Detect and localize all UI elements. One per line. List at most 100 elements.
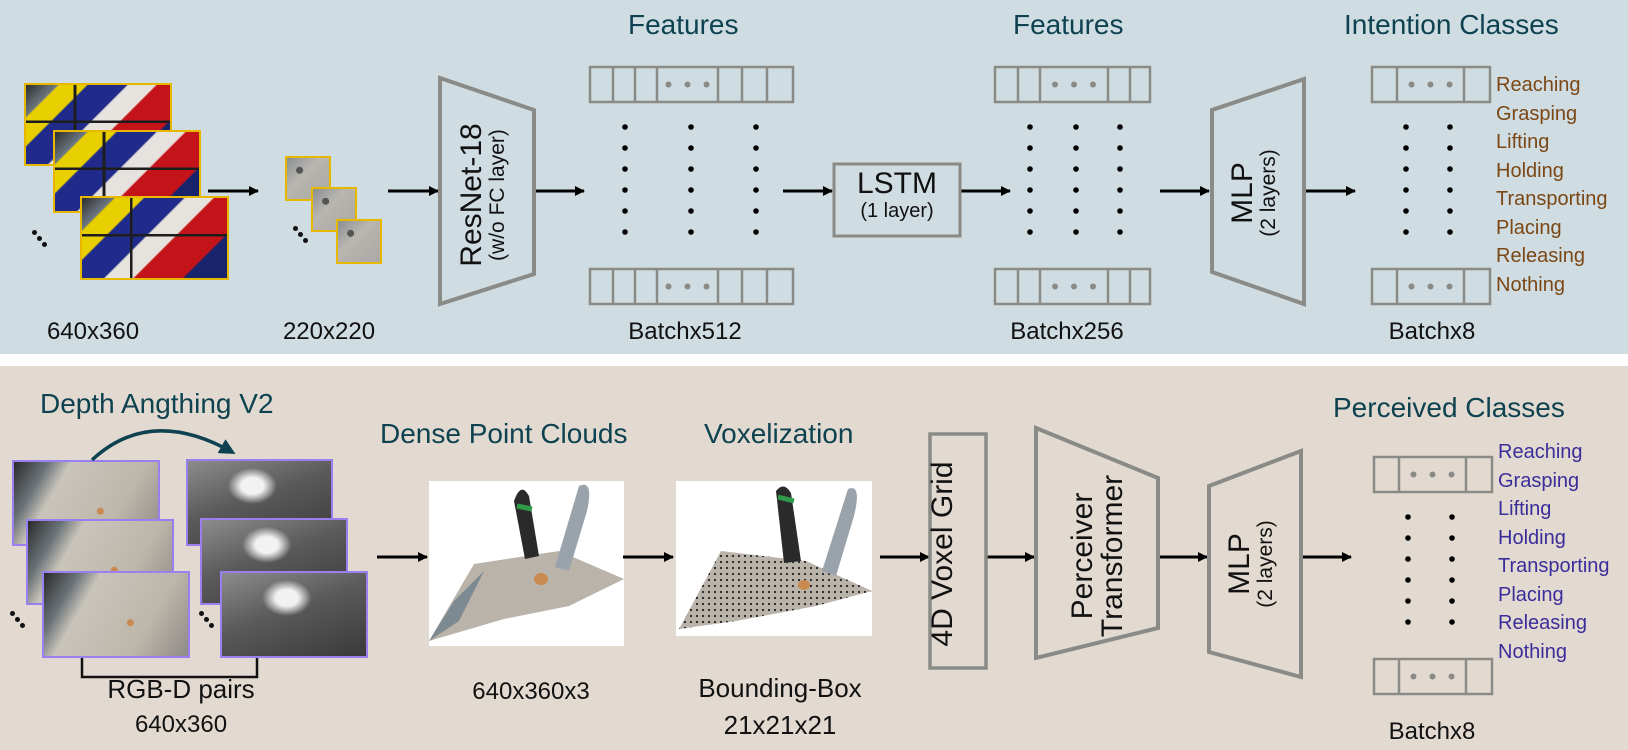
ellipsis-dot — [1427, 283, 1434, 290]
ellipsis-dot — [1449, 514, 1455, 520]
ellipsis-dot — [753, 187, 759, 193]
bounding-box-label: Bounding-Box — [698, 673, 862, 703]
ellipsis-dot — [753, 124, 759, 130]
ellipsis-icon — [293, 226, 298, 231]
ellipsis-dot — [703, 283, 710, 290]
lstm-block — [832, 162, 962, 238]
resnet-block — [438, 75, 536, 307]
ellipsis-dot — [622, 145, 628, 151]
ellipsis-dot — [1447, 187, 1453, 193]
ellipsis-icon — [303, 238, 308, 243]
ellipsis-icon — [204, 617, 209, 622]
lstm-label: LSTM (1 layer) — [834, 168, 960, 223]
ellipsis-dot — [1408, 81, 1415, 88]
ellipsis-dot — [665, 283, 672, 290]
ellipsis-dot — [1117, 208, 1123, 214]
rgbd-label: RGB-D pairs — [107, 674, 255, 704]
ellipsis-dot — [1449, 598, 1455, 604]
ellipsis-dot — [1027, 145, 1033, 151]
perceiver-label: Perceiver Transformer — [1066, 456, 1132, 656]
feature-vector-row — [1370, 65, 1492, 104]
intention-classes-title: Intention Classes — [1344, 9, 1559, 40]
ellipsis-dot — [1073, 229, 1079, 235]
perception-pipeline-panel: Depth Angthing V2 Dense Point Clouds Vox… — [0, 366, 1628, 750]
ellipsis-icon — [42, 242, 47, 247]
ellipsis-dot — [1403, 208, 1409, 214]
ellipsis-dot — [1447, 166, 1453, 172]
ellipsis-dot — [1405, 577, 1411, 583]
ellipsis-dot — [1405, 535, 1411, 541]
perceiver-name-1: Perceiver — [1066, 492, 1099, 620]
ellipsis-dot — [753, 208, 759, 214]
feature-vector-row — [993, 267, 1152, 306]
ellipsis-dot — [1405, 514, 1411, 520]
resnet-detail: (w/o FC layer) — [486, 129, 509, 261]
ellipsis-dot — [688, 208, 694, 214]
class-item: Releasing — [1496, 245, 1585, 267]
ellipsis-dot — [684, 283, 691, 290]
ellipsis-icon — [37, 236, 42, 241]
ellipsis-dot — [688, 145, 694, 151]
mlp-block — [1210, 76, 1306, 307]
ellipsis-dot — [665, 81, 672, 88]
ellipsis-dot — [1071, 283, 1077, 290]
crop-size-label: 220x220 — [282, 318, 376, 345]
features-shape-label: Batchx256 — [1010, 318, 1124, 345]
mlp-detail: (2 layers) — [1257, 149, 1280, 237]
ellipsis-dot — [1403, 187, 1409, 193]
ellipsis-dot — [1410, 471, 1417, 478]
perception-pipeline-graphics — [80, 425, 1494, 696]
rgb-frame-image — [80, 196, 229, 280]
ellipsis-dot — [1117, 124, 1123, 130]
ellipsis-dot — [1405, 619, 1411, 625]
point-cloud-title: Dense Point Clouds — [380, 418, 628, 449]
ellipsis-dot — [1117, 187, 1123, 193]
ellipsis-icon — [199, 611, 204, 616]
ellipsis-dot — [1408, 283, 1415, 290]
depth-estimation-arrow — [90, 429, 236, 462]
class-item: Placing — [1496, 216, 1562, 239]
ellipsis-dot — [1449, 535, 1455, 541]
class-item: Transporting — [1496, 188, 1608, 210]
features-title: Features — [1013, 9, 1124, 40]
intention-class-list: Reaching Grasping Lifting Holding Transp… — [1496, 71, 1608, 299]
ellipsis-dot — [1071, 81, 1077, 88]
ellipsis-dot — [1447, 208, 1453, 214]
voxel-grid-block — [928, 432, 988, 670]
point-cloud-shape-label: 640x360x3 — [472, 678, 590, 705]
ellipsis-dot — [1117, 229, 1123, 235]
class-item: Lifting — [1496, 131, 1550, 153]
ellipsis-dot — [1117, 145, 1123, 151]
ellipsis-icon — [10, 611, 15, 616]
mlp-name: MLP — [1223, 533, 1256, 595]
dense-point-cloud-image — [429, 481, 624, 646]
ellipsis-dot — [1410, 673, 1417, 680]
mlp-block — [1207, 448, 1303, 680]
feature-vector-row — [1370, 267, 1492, 306]
ellipsis-dot — [1449, 556, 1455, 562]
ellipsis-dot — [1073, 166, 1079, 172]
ellipsis-dot — [753, 166, 759, 172]
intention-pipeline-graphics — [208, 65, 1492, 307]
ellipsis-dot — [1446, 81, 1453, 88]
resnet-label: ResNet-18 (w/o FC layer) — [455, 95, 517, 295]
ellipsis-icon — [209, 623, 214, 628]
ellipsis-dot — [1073, 124, 1079, 130]
ellipsis-dot — [1405, 598, 1411, 604]
feature-vector-row — [588, 267, 795, 306]
ellipsis-dot — [1403, 145, 1409, 151]
class-item: Transporting — [1498, 555, 1610, 577]
ellipsis-dot — [688, 124, 694, 130]
resnet-name: ResNet-18 — [455, 123, 488, 267]
class-item: Nothing — [1498, 640, 1567, 663]
voxel-grid-label: 4D Voxel Grid — [926, 454, 988, 654]
ellipsis-dot — [688, 187, 694, 193]
mlp-label: MLP (2 layers) — [1226, 133, 1288, 253]
class-item: Reaching — [1496, 74, 1581, 96]
class-item: Releasing — [1498, 612, 1587, 634]
ellipsis-dot — [622, 229, 628, 235]
perceived-classes-title: Perceived Classes — [1333, 392, 1565, 423]
input-size-label: 640x360 — [46, 318, 140, 345]
feature-vector-row — [1372, 455, 1494, 494]
voxelization-title: Voxelization — [704, 418, 854, 449]
